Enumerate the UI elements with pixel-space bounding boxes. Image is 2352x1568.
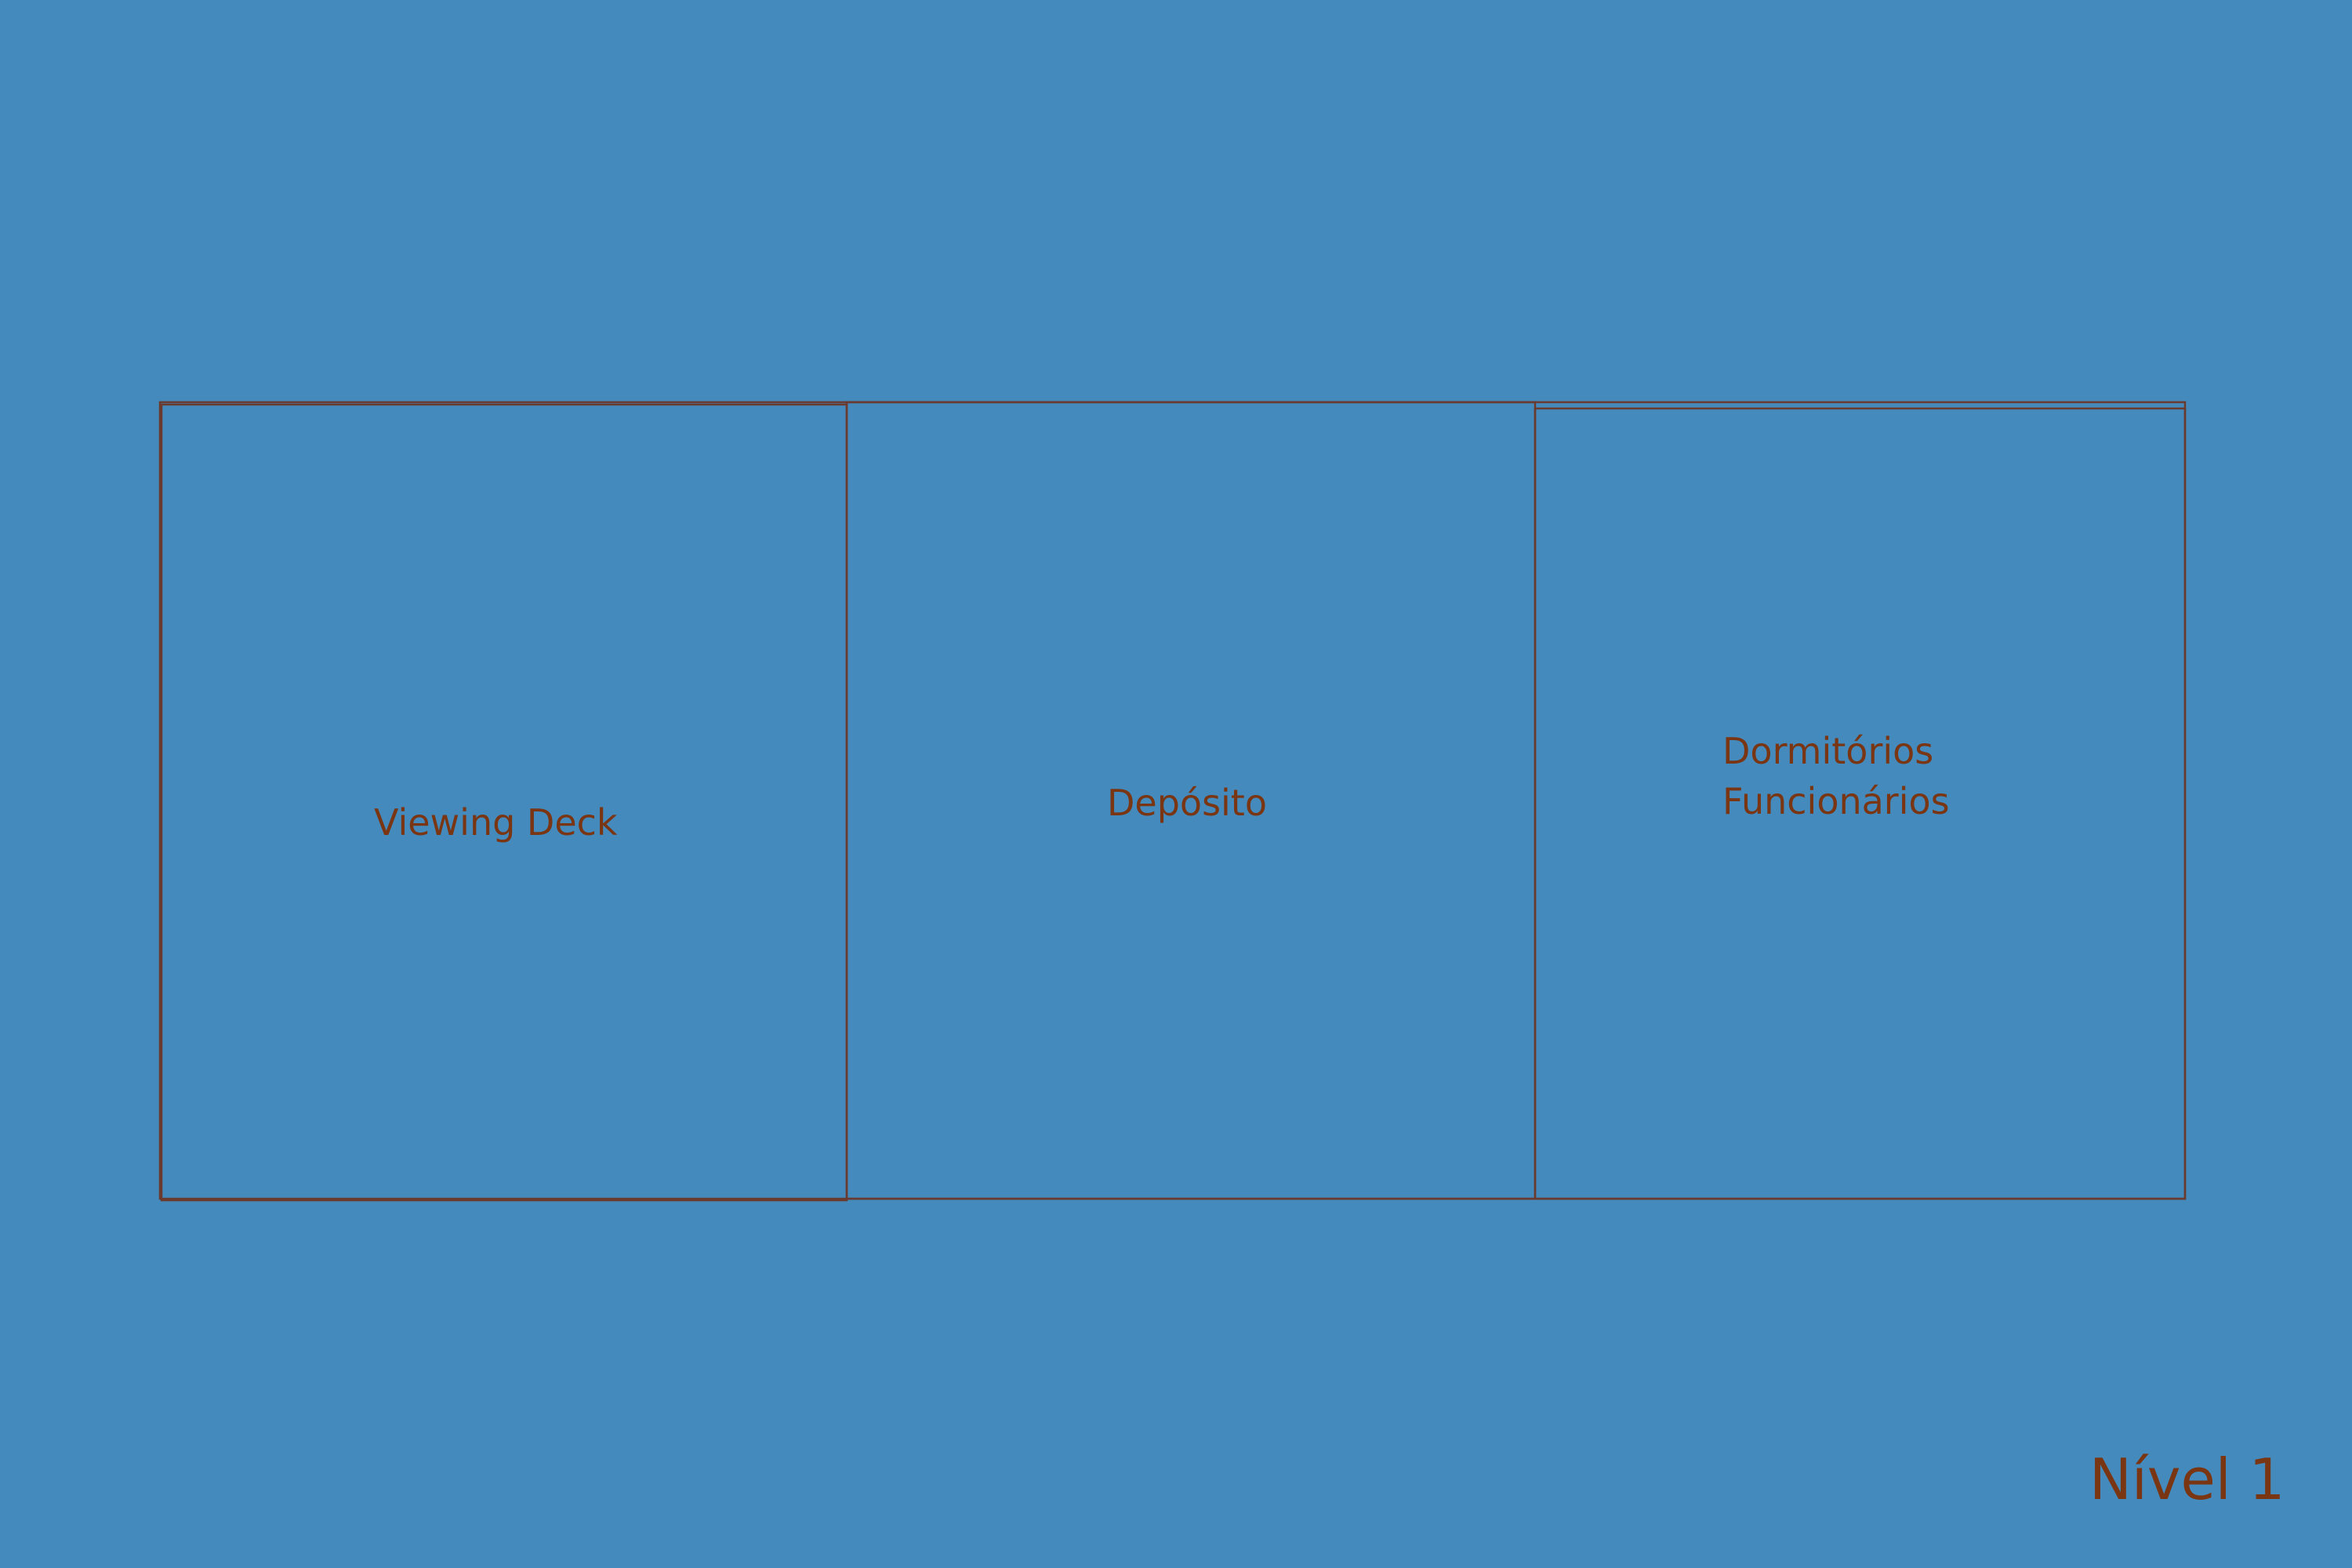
room-label-line: Funcionários [1722, 780, 1950, 822]
room-label-line: Dormitórios [1722, 730, 1933, 772]
room-label-deposito: Depósito [1107, 782, 1267, 824]
room-label-line: Depósito [1107, 782, 1267, 824]
room-label-dormitorios: Dormitórios Funcionários [1722, 730, 1950, 822]
room-label-line: Viewing Deck [374, 801, 618, 844]
level-label: Nível 1 [2089, 1446, 2285, 1512]
room-label-viewing-deck: Viewing Deck [374, 801, 618, 844]
room-dormitorios [1534, 407, 2187, 1200]
